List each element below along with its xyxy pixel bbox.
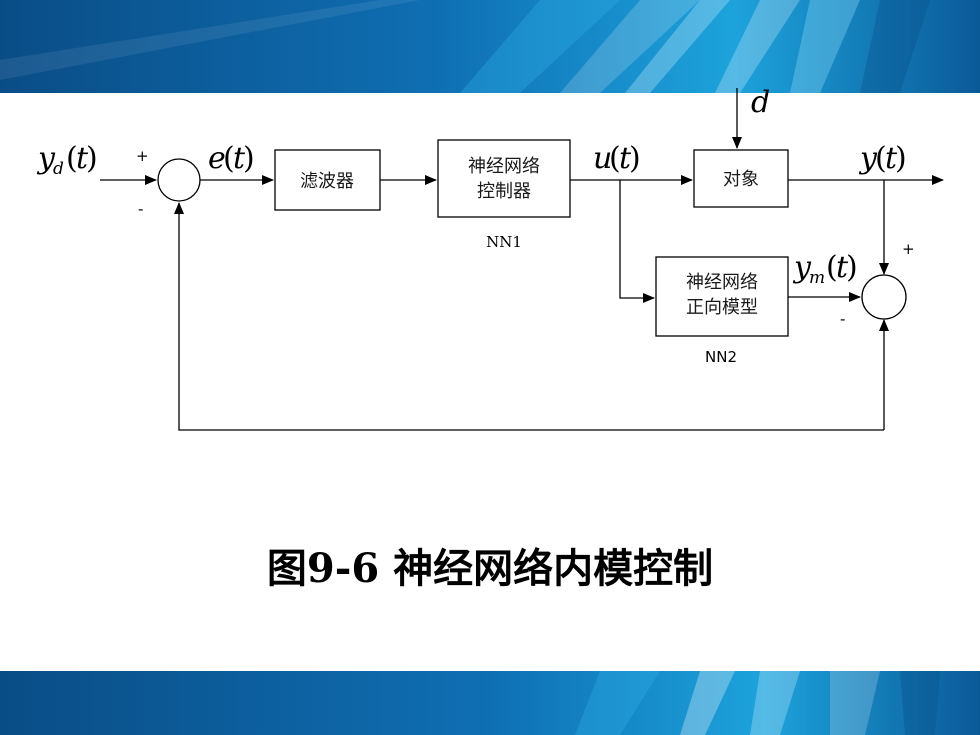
footer-band: [0, 671, 980, 735]
junction2-minus-sign: -: [840, 310, 845, 328]
plant-block: [693, 149, 789, 208]
controller-block: [437, 139, 571, 218]
svg-text:(: (: [223, 141, 235, 176]
svg-text:y: y: [858, 141, 878, 176]
svg-text:(: (: [826, 250, 838, 285]
svg-text:y: y: [792, 250, 812, 285]
model-output-signal-label: y m ( t ): [792, 250, 858, 288]
svg-text:d: d: [53, 159, 64, 179]
summing-junction-2: [861, 274, 907, 320]
filter-label: 滤波器: [300, 171, 354, 192]
model-tag: NN2: [705, 348, 737, 366]
svg-text:t: t: [885, 141, 898, 176]
svg-text:(: (: [875, 141, 887, 176]
svg-text:m: m: [809, 268, 825, 288]
figure-caption: 图9-6 神经网络内模控制: [266, 545, 714, 592]
model-input-arrow: [619, 180, 655, 303]
plant-label: 对象: [723, 169, 759, 190]
reference-signal-label: y d ( t ): [36, 141, 98, 179]
svg-text:): ): [895, 141, 907, 176]
svg-text:y: y: [36, 141, 56, 176]
junction1-plus-sign: +: [136, 147, 149, 165]
svg-text:t: t: [76, 141, 89, 176]
svg-text:): ): [629, 141, 641, 176]
feedback-return-arrow: [174, 202, 884, 431]
error-signal-label: e ( t ): [208, 141, 255, 176]
model-label-line2: 正向模型: [686, 297, 758, 318]
svg-text:d: d: [751, 85, 770, 120]
disturbance-signal-label: d: [751, 85, 770, 120]
svg-text:): ): [86, 141, 98, 176]
svg-text:t: t: [619, 141, 632, 176]
svg-text:): ): [846, 250, 858, 285]
svg-text:t: t: [836, 250, 849, 285]
svg-text:(: (: [66, 141, 78, 176]
svg-text:u: u: [593, 141, 612, 176]
model-label-line1: 神经网络: [686, 272, 758, 293]
summing-junction-1: [157, 158, 201, 202]
model-block: [655, 256, 789, 337]
header-band: [0, 0, 980, 93]
controller-label-line2: 控制器: [477, 181, 531, 202]
output-signal-label: y ( t ): [858, 141, 907, 176]
svg-text:e: e: [208, 141, 226, 176]
svg-text:(: (: [609, 141, 621, 176]
junction2-plus-sign: +: [902, 240, 915, 258]
control-signal-label: u ( t ): [593, 141, 641, 176]
svg-text:): ): [243, 141, 255, 176]
junction1-minus-sign: -: [138, 200, 143, 218]
filter-block: [274, 149, 381, 211]
controller-tag: NN1: [486, 233, 522, 251]
svg-text:t: t: [233, 141, 246, 176]
controller-label-line1: 神经网络: [468, 156, 540, 177]
